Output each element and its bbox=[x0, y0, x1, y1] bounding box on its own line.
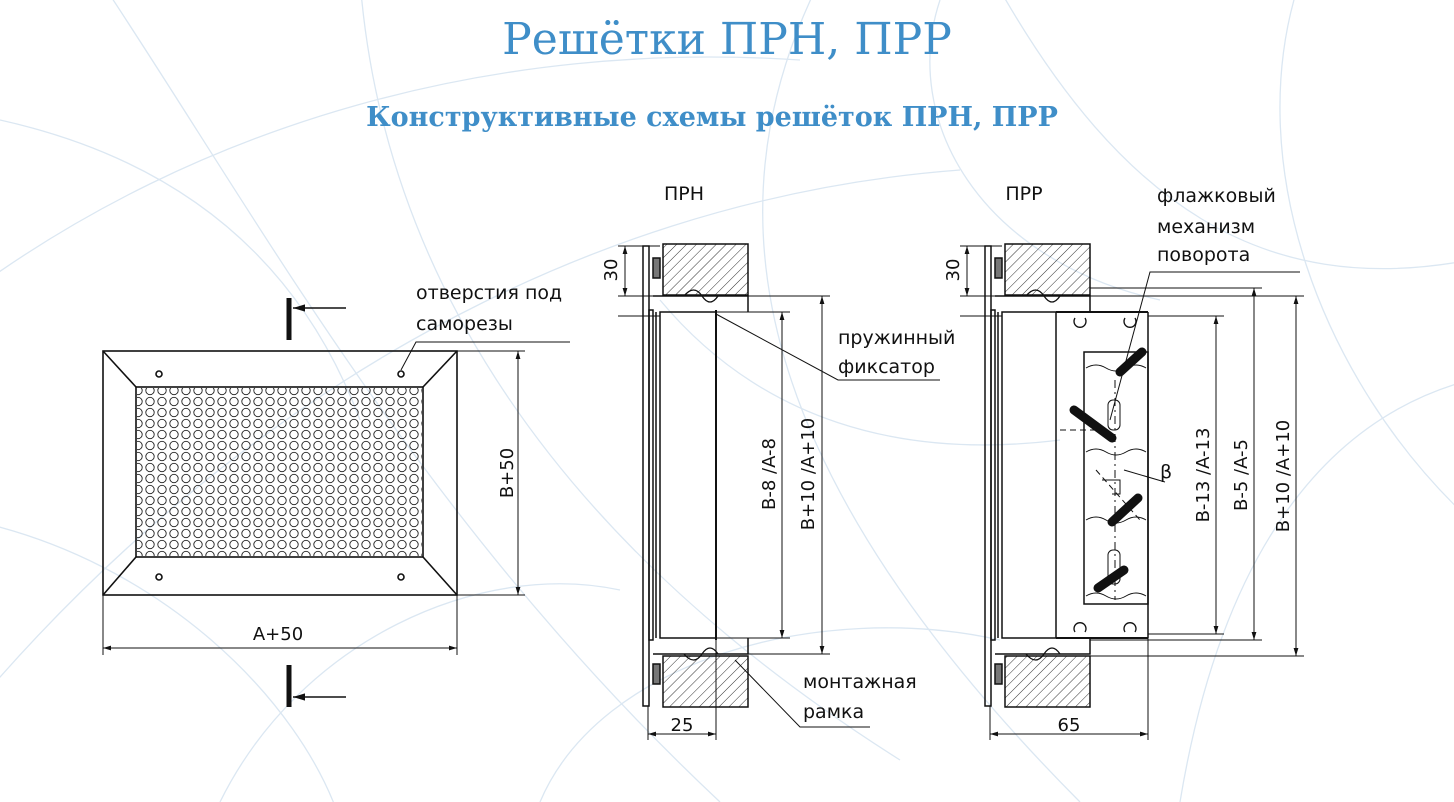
screw-hole bbox=[155, 573, 163, 581]
label-mounting-frame-2: рамка bbox=[803, 701, 864, 723]
front-view bbox=[102, 298, 570, 707]
section-prn-label: ПРН bbox=[664, 183, 704, 205]
screw-hole bbox=[155, 370, 163, 378]
page-subtitle: Конструктивные схемы решёток ПРН, ПРР bbox=[366, 102, 1058, 133]
wall-bottom-prn bbox=[662, 655, 749, 708]
grille-inner-panel bbox=[135, 386, 424, 558]
dim-prr-inner2: B-5 /A-5 bbox=[1231, 439, 1252, 511]
screw-hole bbox=[397, 370, 405, 378]
dim-prn-25: 25 bbox=[671, 715, 694, 736]
perforated-area bbox=[137, 388, 422, 556]
label-spring-fixer-2: фиксатор bbox=[838, 356, 935, 378]
dim-prr-65: 65 bbox=[1058, 715, 1081, 736]
label-flag-mechanism-2: механизм bbox=[1157, 216, 1255, 238]
dim-prr-30: 30 bbox=[943, 259, 964, 282]
flag-mechanism-links bbox=[1060, 364, 1147, 600]
dim-prr-outer: B+10 /A+10 bbox=[1273, 420, 1294, 532]
dim-prn-inner: B-8 /A-8 bbox=[759, 438, 780, 510]
angle-beta: β bbox=[1160, 461, 1172, 483]
dim-prn-outer: B+10 /A+10 bbox=[798, 418, 819, 530]
label-flag-mechanism: флажковый bbox=[1157, 185, 1276, 207]
wall-top-prn bbox=[662, 243, 749, 296]
page-title: Решётки ПРН, ПРР bbox=[502, 14, 952, 65]
dim-width-a50: A+50 bbox=[253, 624, 303, 645]
section-prn bbox=[618, 243, 940, 740]
wall-bottom-prr bbox=[1004, 655, 1091, 708]
label-mounting-frame: монтажная bbox=[803, 671, 917, 693]
wall-top-prr bbox=[1004, 243, 1091, 296]
label-screw-holes: отверстия под bbox=[416, 282, 562, 304]
section-prr bbox=[960, 243, 1304, 740]
label-spring-fixer: пружинный bbox=[838, 327, 955, 349]
label-screw-holes-2: саморезы bbox=[416, 313, 513, 335]
dim-height-b50: B+50 bbox=[497, 448, 518, 498]
dim-prn-30: 30 bbox=[601, 259, 622, 282]
grille-outer-frame bbox=[102, 350, 458, 596]
screw-hole bbox=[397, 573, 405, 581]
dim-prr-inner1: B-13 /A-13 bbox=[1193, 428, 1214, 523]
label-flag-mechanism-3: поворота bbox=[1157, 244, 1250, 266]
section-prr-label: ПРР bbox=[1005, 183, 1042, 205]
